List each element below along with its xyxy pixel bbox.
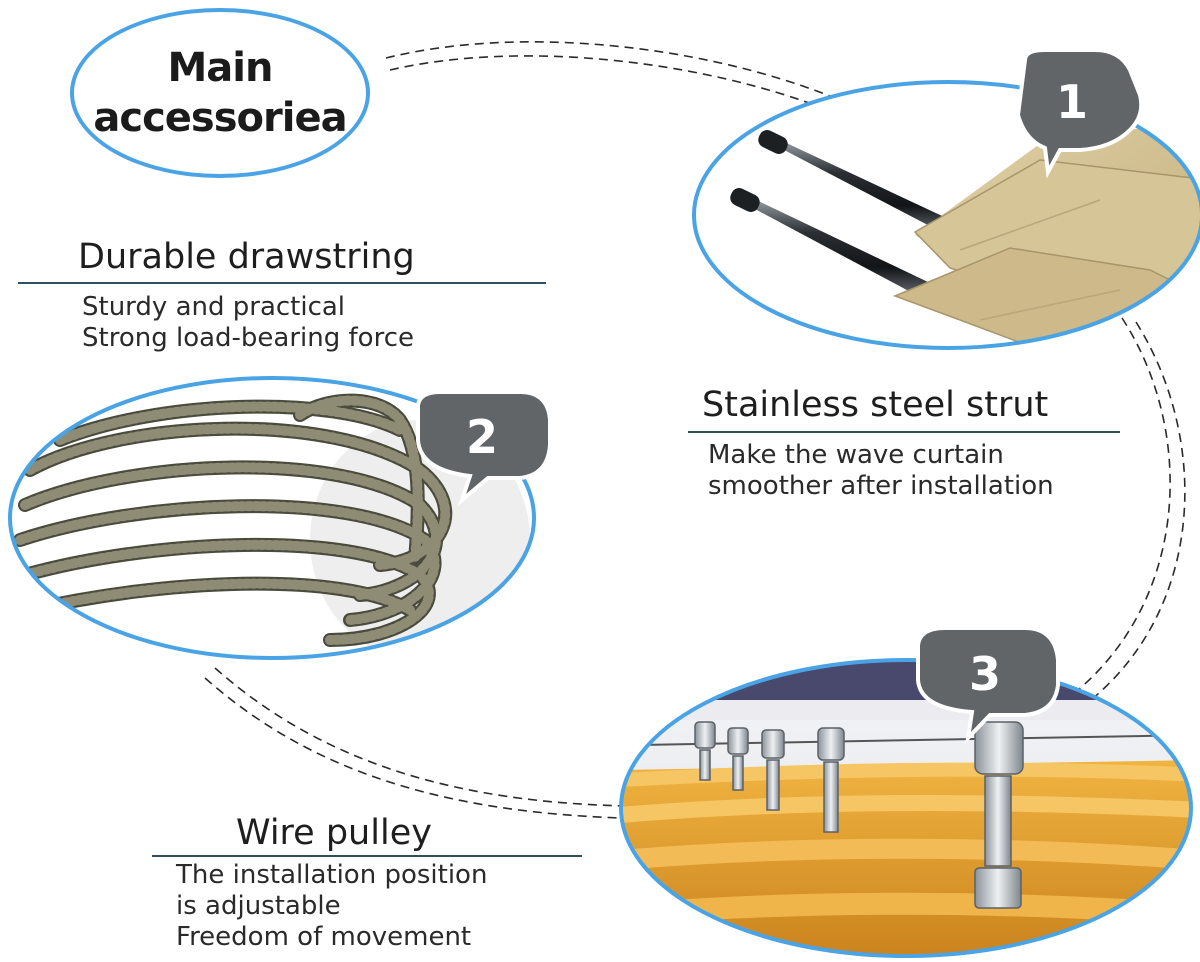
strut-description: Make the wave curtain smoother after ins…	[708, 440, 1054, 502]
connector-lines	[204, 41, 1186, 819]
main-title-bubble: Main accessoriea	[70, 8, 370, 178]
strut-desc-line2: smoother after installation	[708, 471, 1054, 501]
badge-3: 3	[916, 626, 1060, 744]
main-title-line2: accessoriea	[93, 95, 347, 141]
strut-title: Stainless steel strut	[702, 385, 1049, 425]
drawstring-desc-line2: Strong load-bearing force	[82, 323, 414, 353]
pulley-title: Wire pulley	[236, 813, 432, 853]
badge-2: 2	[416, 390, 552, 507]
badge-3-number: 3	[969, 647, 1001, 701]
rope-photo	[8, 376, 536, 660]
badge-1-number: 1	[1056, 75, 1088, 129]
pulley-description: The installation position is adjustable …	[176, 860, 487, 953]
pulley-rule	[152, 855, 582, 857]
pulley-desc-line2: is adjustable	[176, 891, 341, 921]
pulley-photo	[619, 658, 1193, 958]
drawstring-desc-line1: Sturdy and practical	[82, 292, 346, 322]
drawstring-description: Sturdy and practical Strong load-bearing…	[82, 292, 414, 354]
strut-rule	[688, 431, 1120, 433]
main-title-line1: Main	[167, 45, 274, 91]
badge-1: 1	[1015, 48, 1144, 179]
pulley-desc-line3: Freedom of movement	[176, 922, 472, 952]
drawstring-rule	[18, 282, 546, 284]
badge-2-number: 2	[466, 410, 498, 464]
drawstring-title: Durable drawstring	[78, 237, 415, 277]
pulley-desc-line1: The installation position	[176, 860, 488, 890]
strut-desc-line1: Make the wave curtain	[708, 440, 1004, 470]
